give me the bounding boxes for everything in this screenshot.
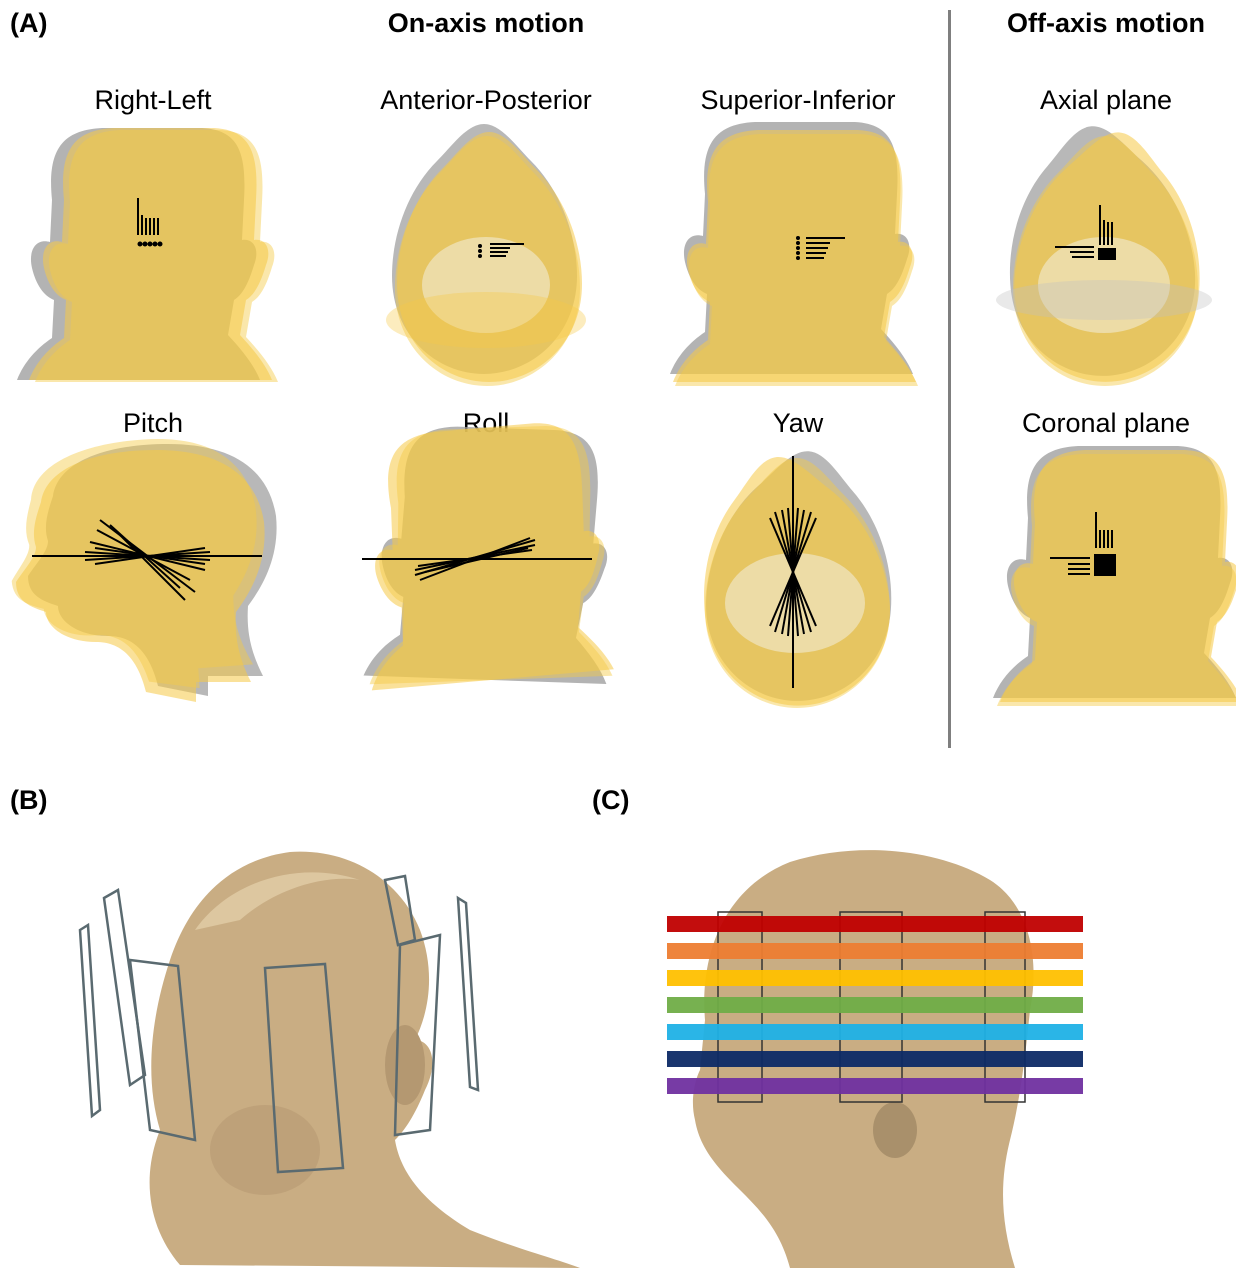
head-roll (350, 418, 615, 690)
head-pitch (3, 432, 277, 702)
panel-b-head-model (150, 852, 580, 1268)
head-superior-inferior (670, 122, 918, 386)
head-yaw (684, 444, 902, 717)
head-anterior-posterior (386, 124, 586, 386)
band-purple (667, 1078, 1083, 1094)
head-axial-plane (996, 120, 1212, 390)
band-orange (667, 943, 1083, 959)
band-navy (667, 1051, 1083, 1067)
head-coronal-plane (993, 446, 1236, 706)
band-yellow (667, 970, 1083, 986)
band-red (667, 916, 1083, 932)
band-cyan (667, 1024, 1083, 1040)
band-green (667, 997, 1083, 1013)
head-right-left (17, 128, 278, 382)
